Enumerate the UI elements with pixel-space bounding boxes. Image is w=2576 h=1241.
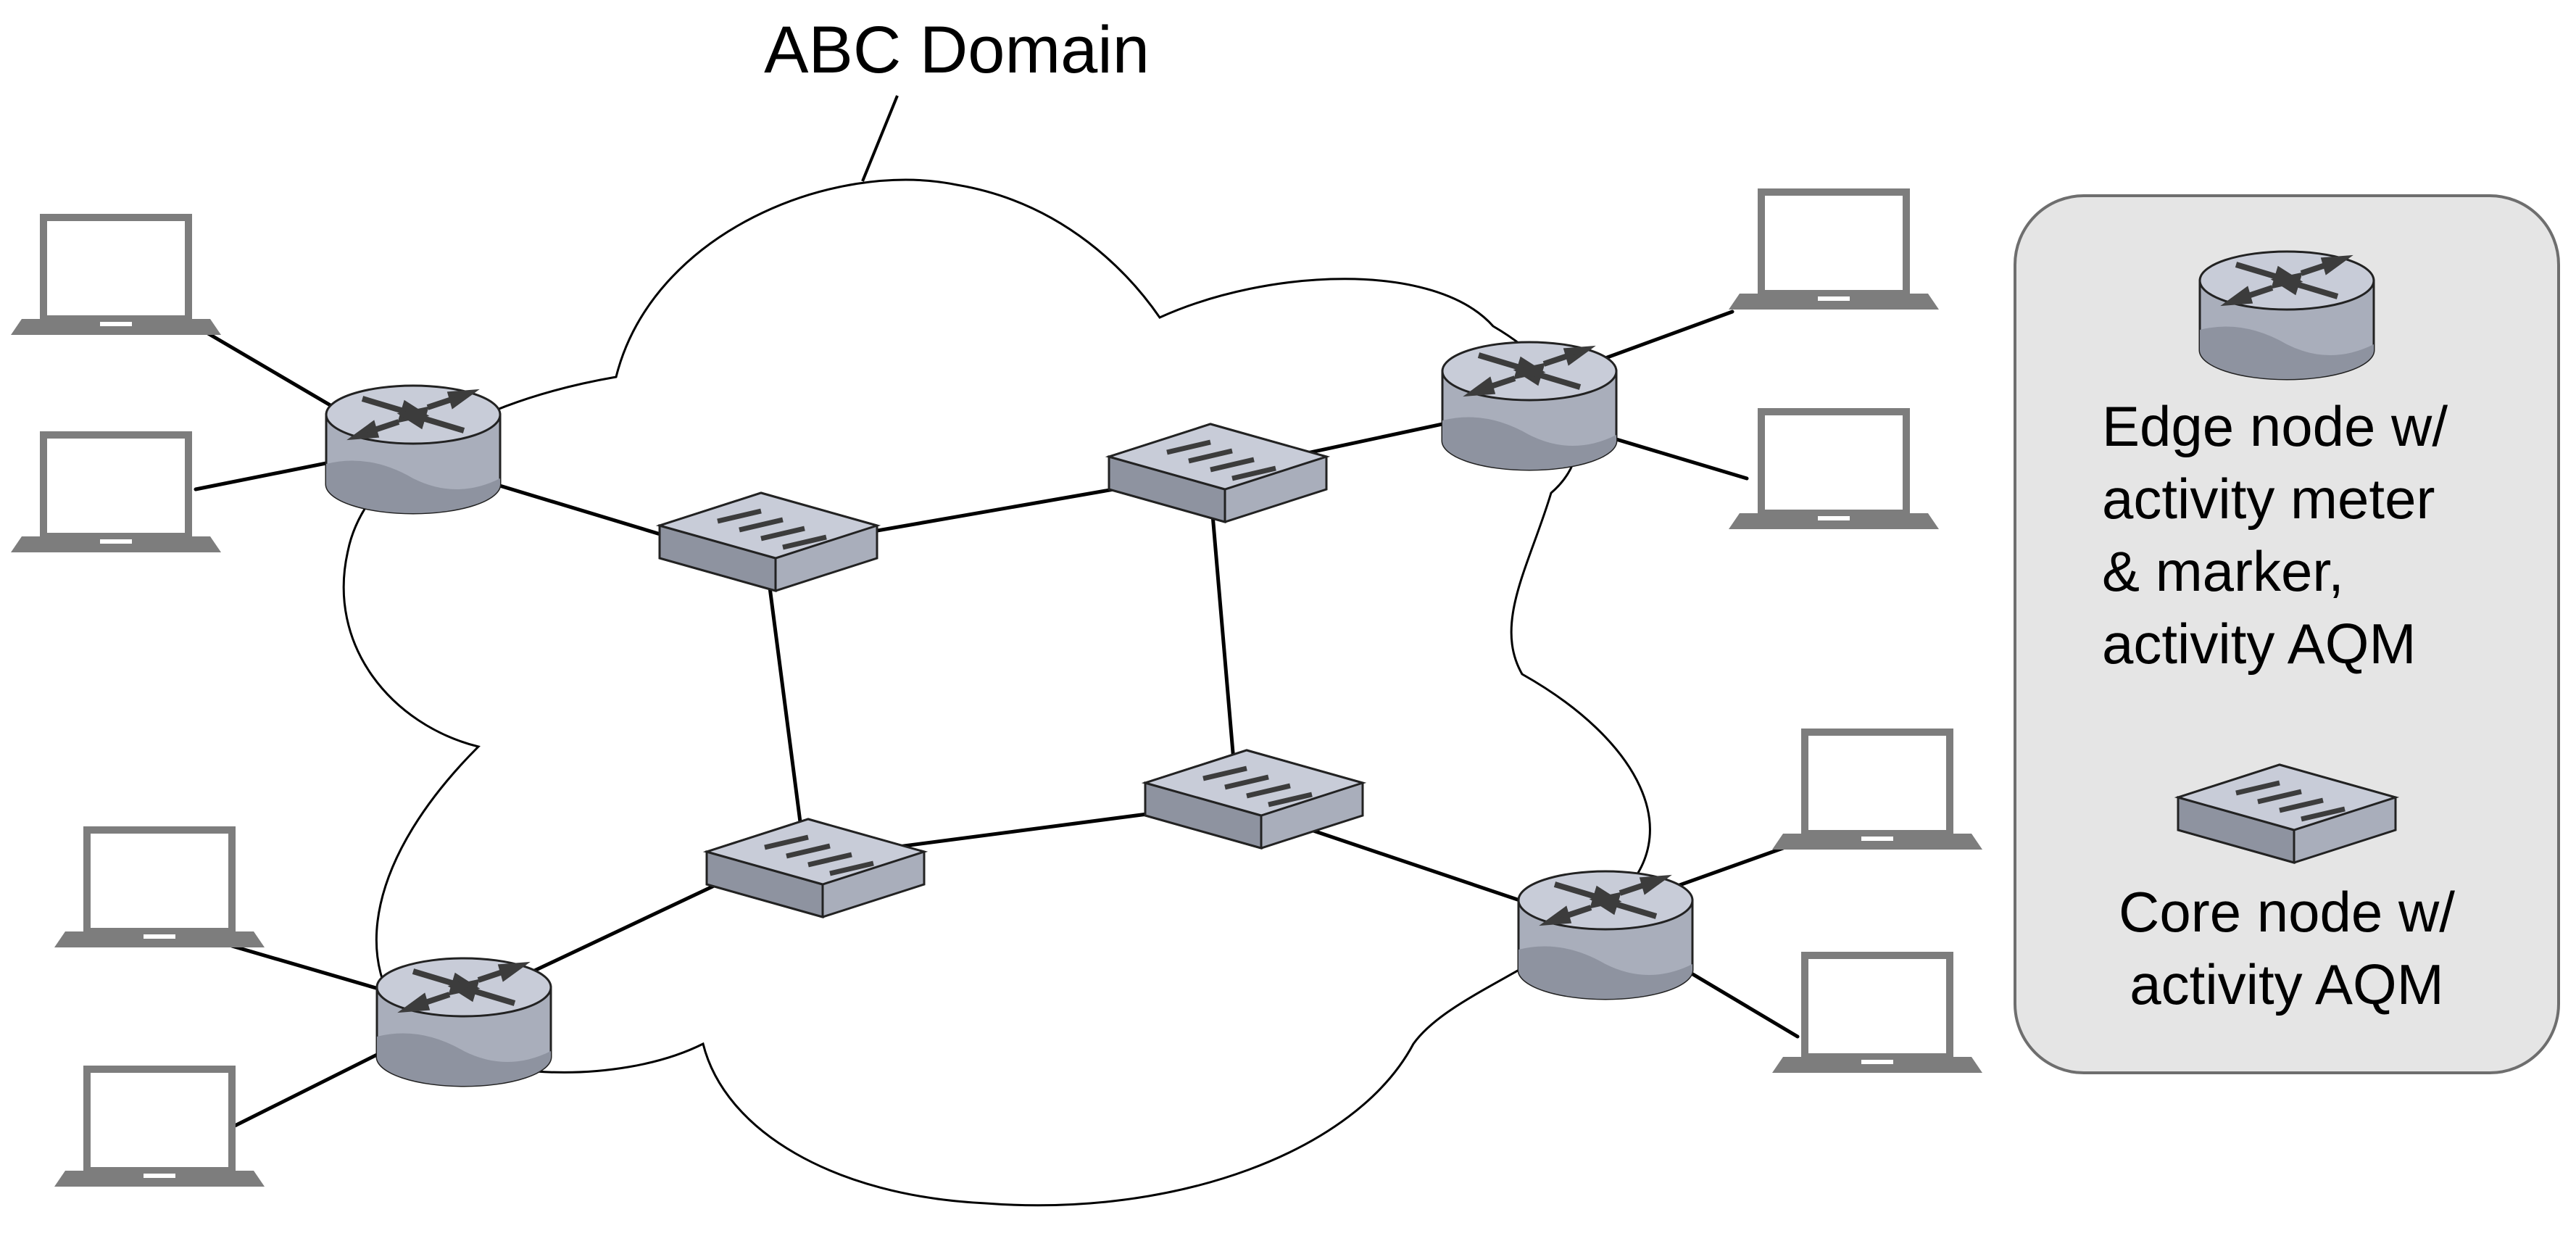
router-icon [377,958,551,1086]
legend-edge-line-1: Edge node w/ [2102,394,2448,458]
router-icon [2200,252,2374,379]
legend-edge-line-4: activity AQM [2102,612,2416,676]
laptop-icon [11,435,221,552]
domain-title: ABC Domain [764,13,1150,87]
legend: Edge node w/ activity meter & marker, ac… [2014,194,2560,1074]
laptop-icon [54,830,265,947]
legend-edge-line-2: activity meter [2102,467,2435,531]
domain-cloud [342,178,1651,1207]
laptop-icon [1772,955,1982,1073]
laptop-icon [54,1069,265,1187]
router-icon [1442,342,1616,470]
legend-box [2014,194,2560,1074]
router-icon [326,386,500,513]
router-icon [1518,871,1692,999]
legend-core-line-2: activity AQM [2130,952,2443,1016]
legend-edge-line-3: & marker, [2102,539,2344,603]
laptop-icon [1729,192,1939,310]
laptop-icon [1729,412,1939,529]
legend-core-line-1: Core node w/ [2119,880,2455,944]
title-pointer [861,95,899,182]
laptop-icon [11,217,221,335]
laptop-icon [1772,732,1982,850]
